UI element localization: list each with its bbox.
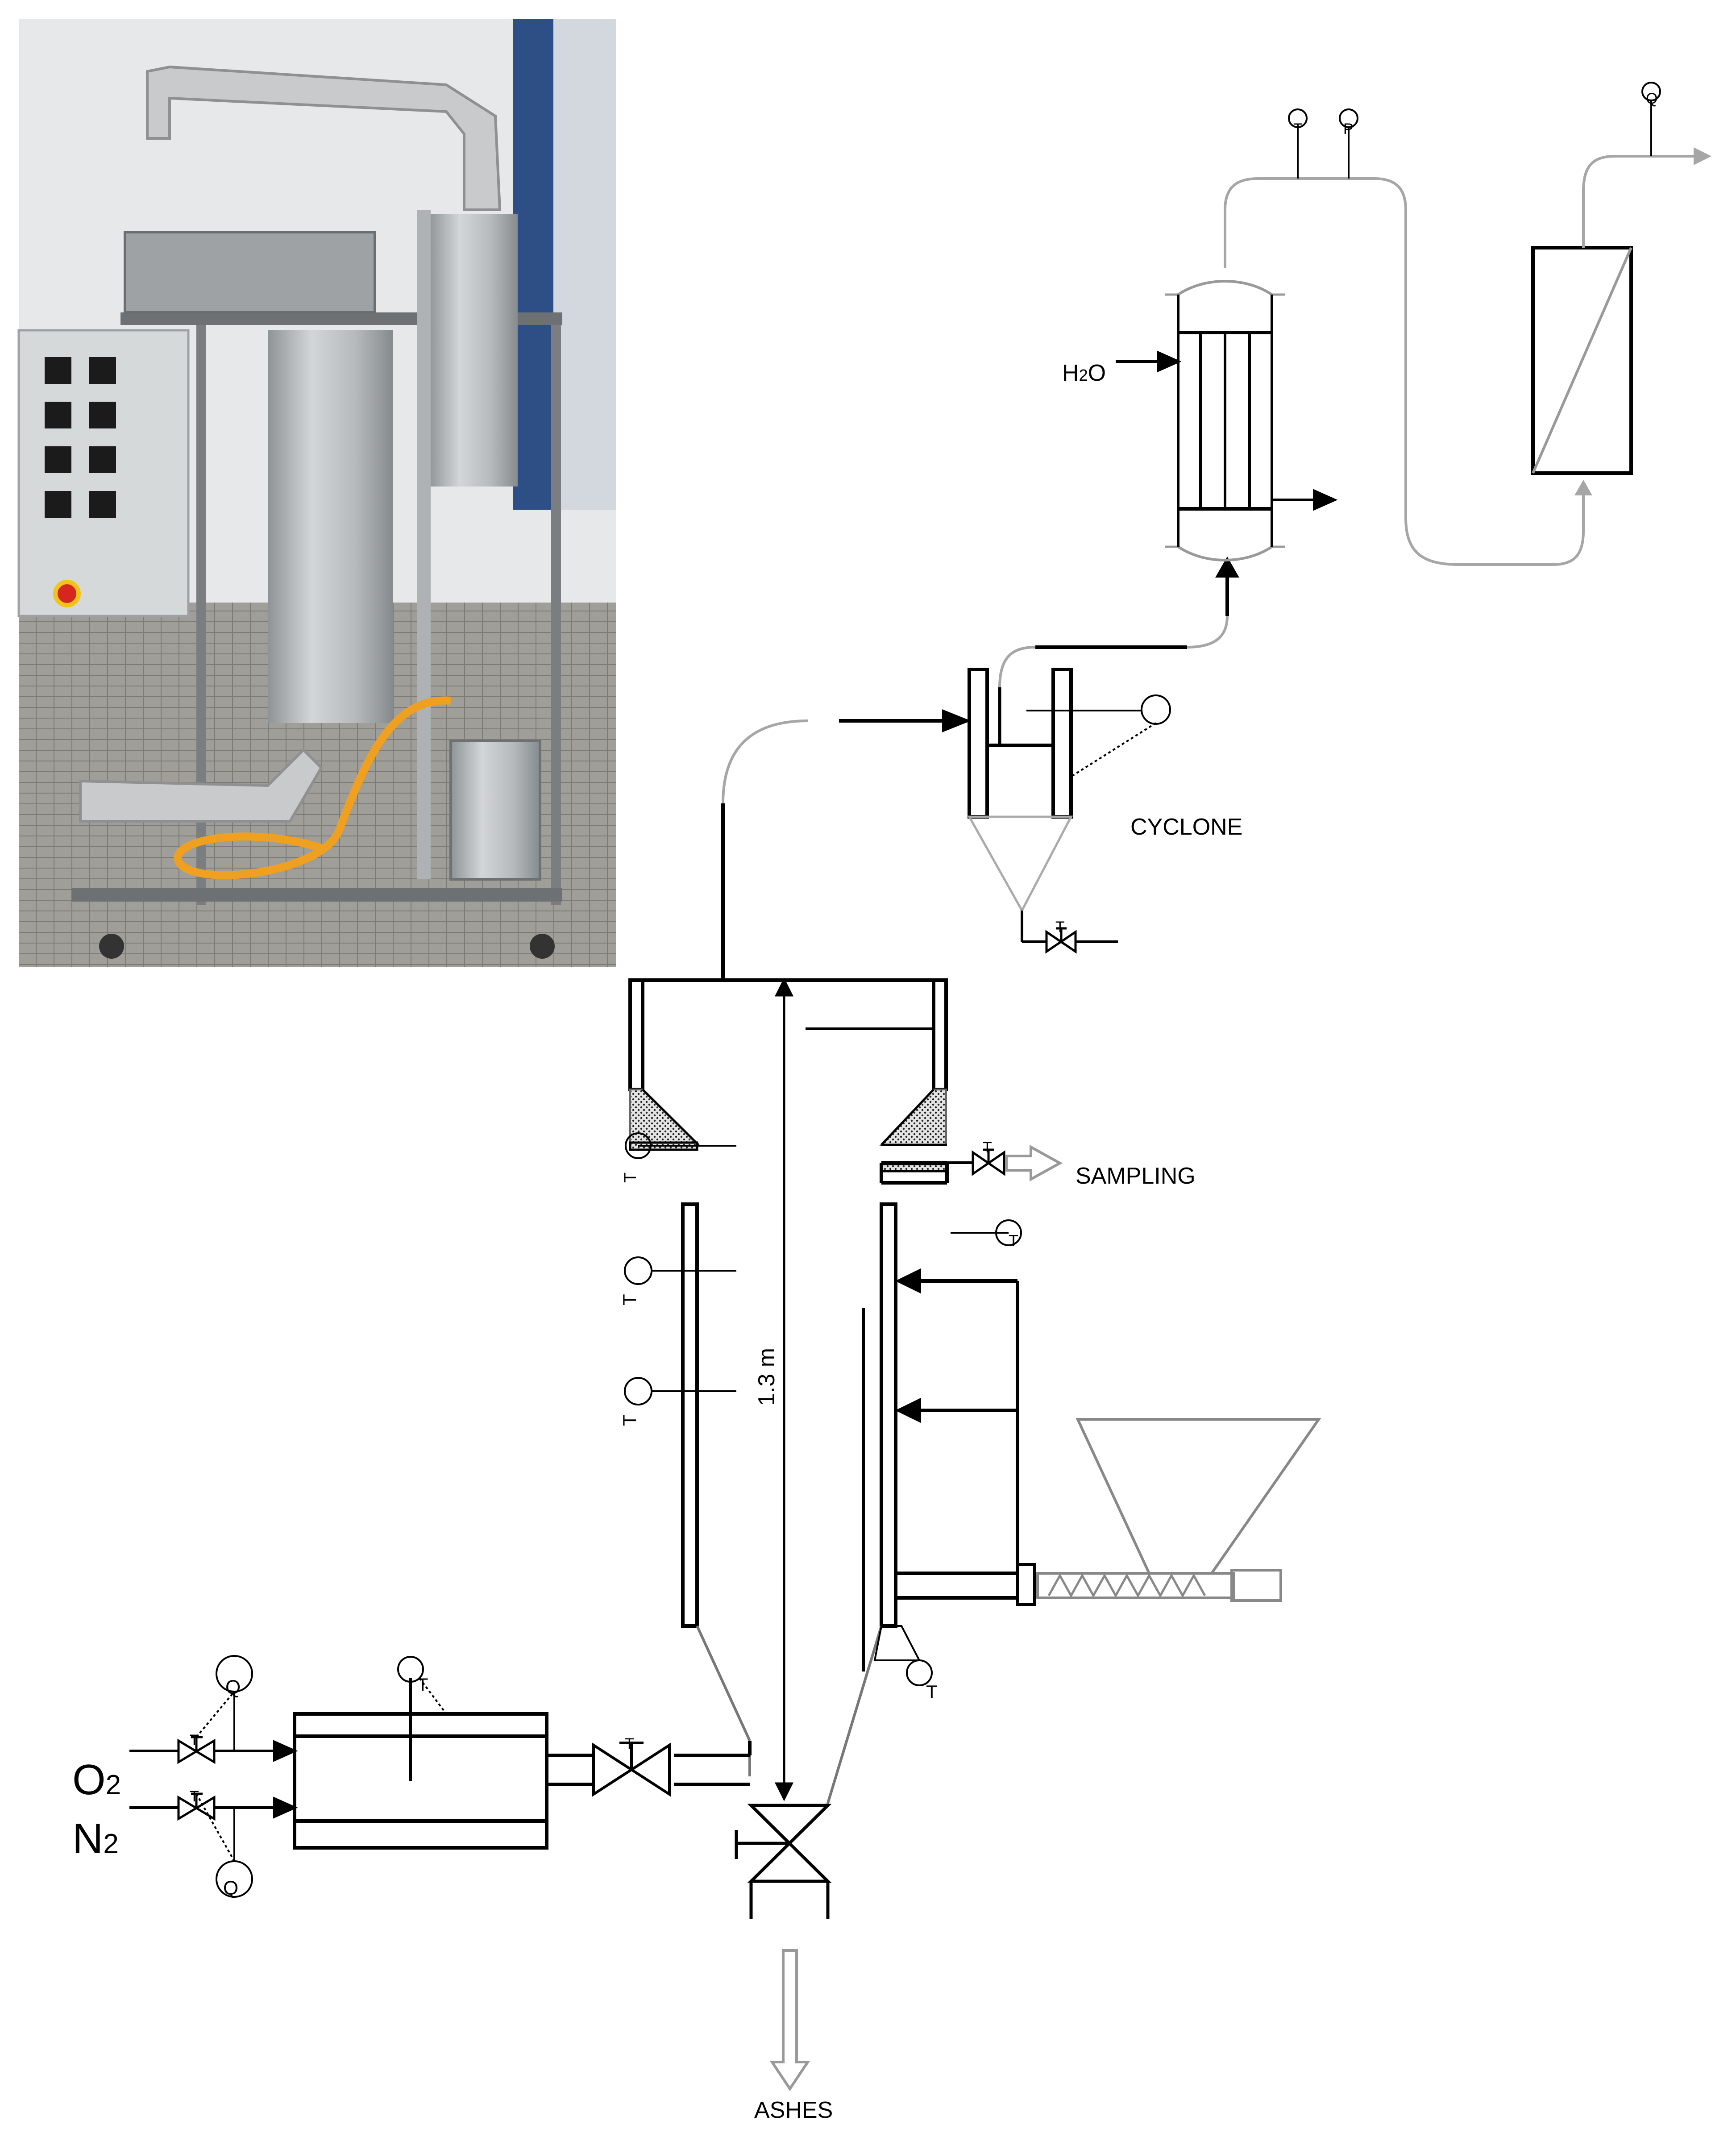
temperature-sensor-top <box>1288 108 1308 179</box>
h2o-label: H2O <box>1062 360 1106 386</box>
sampling-label: SAMPLING <box>1076 1163 1196 1189</box>
t-letter-n2-valve: T <box>190 1788 199 1805</box>
photo-panel-display-7 <box>45 491 71 518</box>
cyclone-drain-valve[interactable] <box>1045 927 1077 954</box>
preheater-temperature-sensor <box>397 1656 447 1715</box>
condenser <box>1165 280 1285 561</box>
t-letter-bed: T <box>621 1173 640 1183</box>
q-letter-o2: Q <box>225 1676 241 1698</box>
gas-inlet-pipe <box>547 1741 752 1786</box>
packed-bed-zone <box>629 1089 949 1185</box>
photo-panel-display-1 <box>45 357 71 384</box>
photo-panel-display-3 <box>45 402 71 428</box>
photo-panel-display-8 <box>89 491 116 518</box>
t-letter-bottom: T <box>926 1681 938 1702</box>
flow-sensor-exit <box>1641 82 1661 156</box>
cyclone <box>967 668 1142 943</box>
temperature-sensor-bottom <box>873 1625 933 1686</box>
feed-coupling <box>896 1563 1036 1606</box>
t-letter-sampling-valve: T <box>983 1139 992 1156</box>
cooling-water-in-arrow <box>1116 350 1182 373</box>
t-letter-body-2: T <box>619 1414 640 1426</box>
feed-hopper <box>1076 1418 1321 1575</box>
temperature-sensor-wall <box>951 1219 1022 1246</box>
o2-feed-line <box>129 1740 298 1762</box>
n2-label: N2 <box>72 1815 119 1863</box>
q-letter-exit: Q <box>1646 90 1657 107</box>
recycle-lines <box>895 1268 1019 1573</box>
ashes-label: ASHES <box>754 2097 833 2123</box>
n2-flow-meter <box>195 1793 253 1898</box>
t-letter-cyclone-valve: T <box>1055 919 1065 936</box>
photo-panel-display-4 <box>89 402 116 428</box>
q-letter-n2: Q <box>223 1877 238 1899</box>
cyclone-pressure-gauge <box>1070 694 1171 778</box>
photo-frame-leg-left <box>196 325 206 905</box>
gas-exit-line <box>1582 147 1711 248</box>
photo-cyclone-vessel <box>428 214 518 486</box>
t-letter-preheater: T <box>417 1675 428 1695</box>
reactor-body <box>681 1202 897 1671</box>
reactor-bottom-cone <box>696 1625 883 1805</box>
reactor-gas-outlet <box>721 709 971 980</box>
gas-line-to-filter <box>1224 177 1592 566</box>
feed-screw[interactable] <box>1036 1569 1282 1602</box>
t-letter-wall: T <box>1009 1231 1018 1250</box>
photo-emergency-stop <box>53 580 81 607</box>
pressure-sensor-top <box>1339 108 1358 179</box>
temperature-sensor-body-2 <box>624 1377 736 1405</box>
t-letter-inlet-valve: T <box>625 1735 634 1752</box>
photo-wheel-left <box>99 934 124 959</box>
photo-frame-bottom <box>71 888 562 902</box>
o2-flow-meter <box>195 1655 253 1751</box>
photo-ash-tank <box>449 740 541 881</box>
gas-preheater <box>293 1678 548 1850</box>
pilot-plant-photo <box>17 19 616 967</box>
n2-feed-line <box>129 1796 298 1819</box>
photo-steel-beam <box>513 19 553 510</box>
photo-panel-display-6 <box>89 446 116 473</box>
t-letter-o2-valve: T <box>190 1732 199 1749</box>
photo-hood <box>124 231 376 314</box>
photo-lower-insulation <box>79 748 323 823</box>
t-letter-top: T <box>1293 121 1303 137</box>
sampling-arrow <box>1005 1144 1063 1182</box>
o2-label: O2 <box>72 1756 121 1804</box>
reactor-freeboard <box>628 978 948 1091</box>
p-letter-top: P <box>1343 121 1354 137</box>
photo-panel-display-2 <box>89 357 116 384</box>
photo-insulated-pipe <box>146 65 502 211</box>
photo-thin-pipe <box>417 210 431 879</box>
temperature-sensor-bed-1 <box>625 1132 736 1159</box>
height-label: 1.3 m <box>754 1348 780 1406</box>
photo-orange-hose <box>174 696 451 879</box>
ashes-outlet-arrow <box>769 1949 810 2091</box>
sampling-valve[interactable] <box>972 1148 1005 1176</box>
photo-wheel-right <box>530 934 555 959</box>
gas-filter <box>1531 246 1633 475</box>
cooling-water-out-arrow <box>1272 489 1338 511</box>
cyclone-label: CYCLONE <box>1130 814 1242 840</box>
photo-wall-right <box>553 19 616 510</box>
height-dimension-arrow <box>774 977 794 1801</box>
t-letter-body-1: T <box>619 1294 640 1306</box>
gas-inlet-valve[interactable] <box>592 1742 671 1797</box>
photo-panel-display-5 <box>45 446 71 473</box>
temperature-sensor-body-1 <box>624 1256 736 1285</box>
ash-discharge-valve[interactable] <box>735 1804 832 1919</box>
photo-reactor-column <box>268 330 393 723</box>
photo-frame-leg-right <box>551 325 561 905</box>
cyclone-gas-outlet <box>998 556 1239 688</box>
